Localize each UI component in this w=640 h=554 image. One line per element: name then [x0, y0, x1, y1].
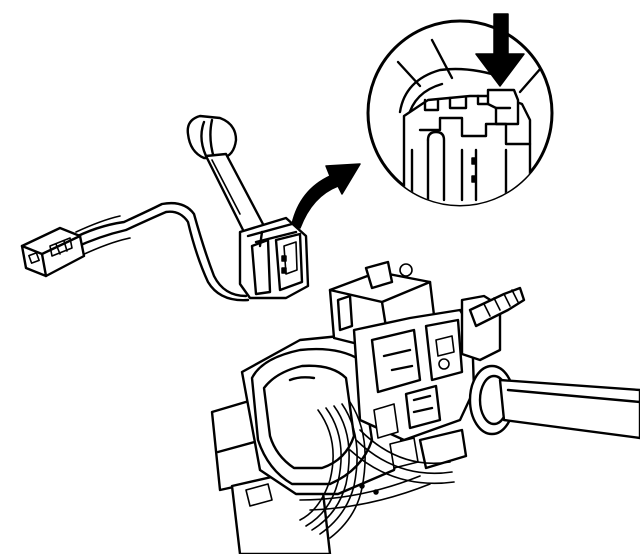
- switch-lever: [186, 114, 266, 238]
- push-arrow: [475, 13, 525, 87]
- curved-arrow: [291, 163, 361, 229]
- lever-connector: [238, 216, 310, 300]
- harness-plug: [20, 226, 86, 278]
- detail-magnifier: [366, 13, 554, 207]
- wire-harness: [68, 201, 250, 302]
- steering-column: [210, 260, 640, 554]
